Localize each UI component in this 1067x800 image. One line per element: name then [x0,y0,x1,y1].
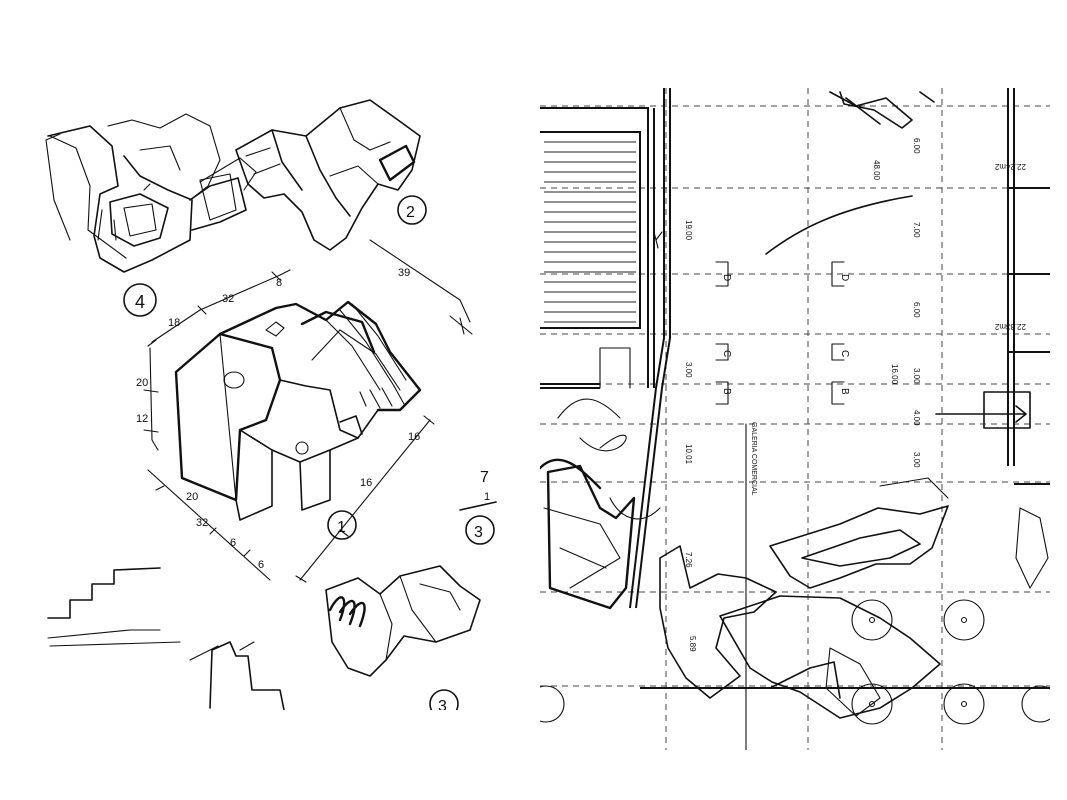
columns [527,599,1059,725]
dim-text: 6 [230,537,236,549]
plan-dim: 10.01 [684,444,693,465]
circled-labels [123,195,497,719]
label-4: 4 [135,292,145,312]
section-letter: D [721,274,732,281]
label-1: 1 [337,519,346,536]
plan-dim: 3.00 [684,362,693,378]
plan-dim: 6.00 [912,138,921,154]
section-letter: C [721,350,732,357]
dim-text: 8 [276,277,282,289]
section-markers [715,261,845,405]
stair-treads [544,141,636,323]
sketch-dimension-text: 18 32 8 20 12 20 32 6 6 16 16 39 [136,267,420,571]
section-letter: C [839,350,850,357]
label-2: 2 [406,204,415,221]
roof-mark [223,371,245,389]
sketch-drawing: 4 2 1 3 3 7 1 18 32 8 20 12 20 32 6 6 16… [45,99,497,719]
section-letter: B [839,388,850,395]
sketch-3-massing [325,565,481,677]
plan-dim: 7.26 [684,552,693,568]
sketch-1-building [174,300,422,521]
entrance-arrow [935,391,1031,429]
label-small-1: 1 [484,491,490,503]
section-letter: B [721,388,732,395]
plan-dim: 16.00 [890,364,899,385]
label-7: 7 [480,469,489,486]
plan-dim: 19.00 [684,220,693,241]
dim-text: 6 [258,559,264,571]
plan-dim: 48.00 [872,160,881,181]
plan-dimension-text: 48.00 6.00 7.00 6.00 19.00 3.00 16.00 3.… [684,138,921,652]
dimension-lines [143,269,435,583]
dim-text: 32 [222,293,234,305]
corridor-label: GALERIA COMERCIAL [750,422,757,496]
floor-plan-drawing: 22.24m2 22.33m2 48.00 6.00 7.00 6.00 19.… [527,88,1059,751]
plan-dim: 6.00 [912,302,921,318]
dim-text: 32 [196,517,208,529]
plan-dim: 3.00 [912,368,921,384]
section-marker-letters: D D C C B B [721,274,850,395]
dim-text: 20 [136,377,148,389]
sketch-2-massing [199,99,473,335]
freehand-overlay [538,91,1049,719]
section-letter: D [839,274,850,281]
dim-text: 16 [360,477,372,489]
area-label-upper: 22.24m2 [994,162,1026,171]
sketch-4-massing [45,113,257,273]
label-3-upper: 3 [474,524,483,541]
plan-dim: 7.00 [912,222,921,238]
dim-text: 18 [168,317,180,329]
stair-section-sketch [47,567,285,711]
dim-text: 16 [408,431,420,443]
label-3-lower: 3 [438,698,447,710]
dim-text: 12 [136,413,148,425]
dim-text: 20 [186,491,198,503]
plan-dim: 3.00 [912,452,921,468]
floor-plan-panel: 22.24m2 22.33m2 48.00 6.00 7.00 6.00 19.… [527,88,1059,751]
structural-grid [540,88,1050,750]
sketch-panel: 4 2 1 3 3 7 1 18 32 8 20 12 20 32 6 6 16… [40,90,510,719]
area-label-lower: 22.33m2 [994,322,1026,331]
dim-text: 39 [398,267,410,279]
plan-dim: 5.89 [688,636,697,652]
plan-walls [540,88,1050,689]
plan-dim: 4.00 [912,410,921,426]
